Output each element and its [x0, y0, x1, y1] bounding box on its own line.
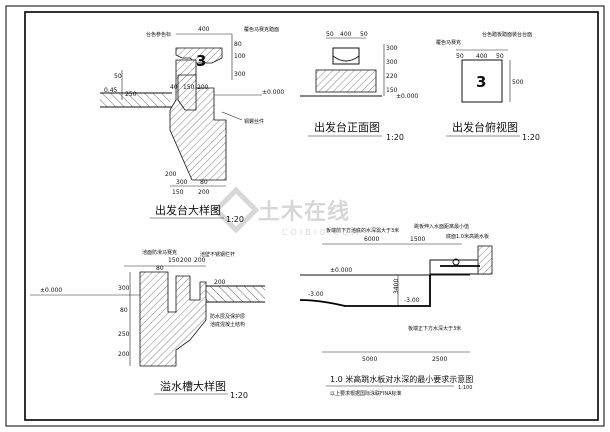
gutter-detail-dim: 200 [214, 279, 226, 286]
diving-chart-note-standard: 以上要求根据国际泳联FINA标准 [330, 390, 402, 397]
block-detail-dim: 150 [172, 189, 184, 196]
block-detail-dim: 0.45 [104, 87, 118, 94]
gutter-detail-note: 池壁不锈钢栏杆 [200, 251, 235, 258]
gutter-detail-scale: 1:20 [230, 391, 248, 400]
gutter-detail-dim: 200 [118, 351, 130, 358]
watermark: 土木在线 COIBIO.COM [212, 186, 361, 237]
gutter-detail-dim: 80 [156, 265, 164, 272]
block-top-note: 覆色马赛克 [436, 39, 461, 46]
block-front-dim: 400 [340, 31, 352, 38]
diving-chart-note: 底面1.0米高跳水板 [446, 233, 489, 240]
gutter-detail-note: 池底混凝土结构 [210, 321, 245, 328]
diving-chart-dim: ±0.000 [330, 267, 352, 274]
block-detail-dim: 300 [176, 179, 188, 186]
block-detail-dim: 150 [183, 84, 195, 91]
drawing-frame-outer [5, 5, 605, 427]
block-front-dim: ±0.000 [396, 93, 418, 100]
block-detail-note: 台色参色标 [146, 31, 171, 38]
gutter-detail-dim: ±0.000 [40, 287, 62, 294]
diving-chart-dim: 3400 [393, 279, 400, 294]
block-detail-dim: 80 [200, 179, 208, 186]
drawing-frame-inner [24, 11, 599, 421]
diving-chart-note: 跳板伸入水面距离最小值 [414, 223, 469, 230]
block-front-title: 出发台正面图 [314, 120, 380, 134]
block-front-view: 50 400 50 300 300 220 150 ±0.000 出发台正面图 … [300, 31, 418, 142]
block-top-dim: 50 [496, 53, 504, 60]
block-detail-note: 覆色马赛克踏面 [244, 26, 279, 33]
block-detail-scale: 1:20 [226, 215, 244, 224]
block-detail-water-level: ±0.000 [262, 89, 284, 96]
diving-chart-dim: -3.00 [308, 291, 324, 298]
block-detail-dim: 200 [165, 171, 177, 178]
block-top-note: 台色踏板踏面装台台面 [482, 31, 532, 38]
gutter-detail-title: 溢水槽大样图 [160, 379, 226, 393]
gutter-detail-dim: 200 [180, 257, 192, 264]
gutter-detail-dim: 80 [120, 307, 128, 314]
watermark-text: 土木在线 [258, 199, 350, 225]
block-detail-dim: 250 [125, 91, 137, 98]
diving-chart-scale: 1:100 [458, 385, 472, 391]
block-detail-number: 3 [196, 52, 206, 70]
gutter-detail-view: ±0.000 150 200 200 300 80 250 200 80 200… [30, 249, 265, 400]
block-detail-dim: 200 [197, 84, 209, 91]
block-front-dim: 50 [360, 31, 368, 38]
gutter-detail-dim: 300 [118, 285, 130, 292]
block-detail-title: 出发台大样图 [155, 203, 221, 217]
block-front-dim: 300 [386, 45, 398, 52]
diving-chart-dim: 5000 [362, 356, 377, 363]
block-front-dim: 150 [386, 87, 398, 94]
block-top-scale: 1:20 [522, 133, 540, 142]
block-top-number: 3 [476, 73, 486, 91]
diving-chart-title: 1.0 米高跳水板对水深的最小要求示意图 [330, 374, 473, 384]
diving-chart-note: 板端前下方池底的水深需大于3米 [326, 227, 399, 234]
block-front-scale: 1:20 [386, 133, 404, 142]
block-detail-note: 铜螺丝件 [244, 118, 264, 125]
gutter-detail-dim: 250 [118, 331, 130, 338]
block-front-dim: 50 [326, 31, 334, 38]
diving-chart-dim: -3.00 [404, 297, 420, 304]
watermark-sub: COIBIO.COM [282, 228, 361, 237]
block-top-dim: 500 [512, 79, 524, 86]
block-detail-dim: 40 [170, 84, 178, 91]
gutter-detail-dim: 150 [168, 257, 180, 264]
block-detail-dim: 50 [114, 73, 122, 80]
diving-chart-view: ±0.000 -3.00 -3.00 6000 1500 3400 5000 2… [299, 223, 493, 397]
block-detail-dim-width: 400 [198, 26, 210, 33]
diving-chart-dim: 6000 [364, 236, 379, 243]
diving-chart-note: 板端正下方水深大于3米 [408, 325, 461, 332]
gutter-detail-dim: 200 [194, 257, 206, 264]
diving-chart-dim: 1500 [410, 236, 425, 243]
block-top-dim: 400 [476, 53, 488, 60]
block-detail-view: ±0.000 3 400 80 100 300 50 0.45 250 40 1… [100, 26, 284, 224]
diving-chart-dim: 2500 [432, 356, 447, 363]
block-top-view: 3 50 400 50 500 覆色马赛克 台色踏板踏面装台台面 出发台俯视图 … [436, 31, 540, 142]
block-top-title: 出发台俯视图 [452, 120, 518, 134]
block-top-dim: 50 [456, 53, 464, 60]
gutter-detail-note: 防水层及保护层 [210, 313, 245, 320]
block-front-dim: 300 [386, 59, 398, 66]
block-detail-dim: 300 [234, 71, 246, 78]
gutter-detail-note: 池面防滑马赛克 [142, 249, 177, 256]
block-detail-dim: 200 [198, 189, 210, 196]
block-front-dim: 220 [386, 73, 398, 80]
block-detail-dim: 100 [234, 53, 246, 60]
block-detail-dim: 80 [234, 41, 242, 48]
